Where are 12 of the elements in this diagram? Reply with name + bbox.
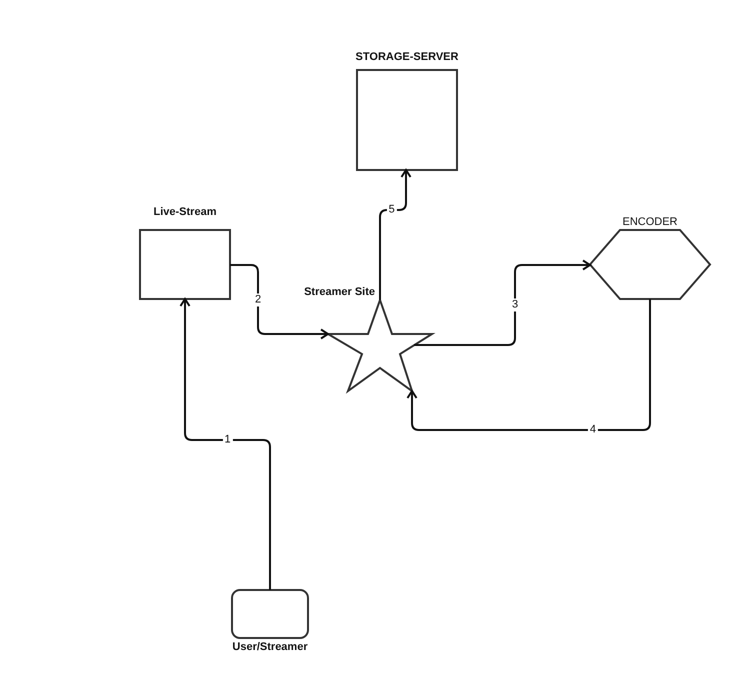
server-label: STORAGE-SERVER: [356, 50, 458, 64]
encoder-label: ENCODER: [622, 215, 678, 229]
arrow: [414, 260, 591, 346]
user-label: User/Streamer: [232, 640, 308, 654]
stream-label: Live-Stream: [154, 205, 216, 219]
arrow: [230, 264, 329, 340]
arrow: [180, 298, 271, 590]
site-label: Streamer Site: [304, 285, 375, 299]
arrow: [406, 299, 651, 431]
edge-label: 3: [510, 298, 520, 312]
arrow: [379, 169, 412, 300]
edge-label: 2: [252, 293, 264, 306]
